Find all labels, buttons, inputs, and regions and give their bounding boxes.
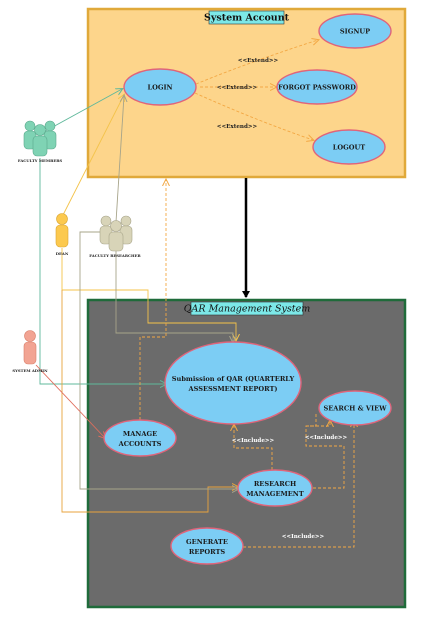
use-case-research-management-label-2: MANAGEMENT [246, 490, 304, 498]
qar-system-title-box [190, 301, 304, 316]
use-case-search-view[interactable]: SEARCH & VIEW [318, 390, 392, 426]
association-lines [35, 89, 238, 513]
use-case-manage-accounts[interactable]: MANAGE ACCOUNTS [103, 419, 177, 457]
faculty-researcher-icon [99, 215, 133, 252]
use-case-submission-label-1: Submission of QAR (QUARTERLY [172, 375, 295, 383]
use-case-forgot-password[interactable]: FORGOT PASSWORD [276, 69, 358, 105]
include-relations: <<Include>> <<Include>> <<Include>> [232, 413, 354, 548]
extend-label-forgot: <<Extend>> [217, 85, 258, 91]
use-case-forgot-password-label: FORGOT PASSWORD [278, 84, 356, 92]
use-case-search-view-label: SEARCH & VIEW [323, 405, 387, 413]
qar-system-title: QAR Management System [184, 304, 310, 315]
include-label-research-submission: <<Include>> [232, 438, 275, 444]
use-case-login[interactable]: LOGIN [123, 68, 197, 106]
include-label-generate-search: <<Include>> [282, 534, 325, 540]
use-case-signup[interactable]: SIGNUP [318, 13, 392, 49]
use-case-logout[interactable]: LOGOUT [312, 129, 386, 165]
use-case-submission-label-2: ASSESSMENT REPORT) [187, 385, 277, 393]
system-account-title-box [208, 10, 285, 25]
actor-faculty-members[interactable]: FACULTY MEMBERS [18, 120, 63, 163]
extend-label-logout: <<Extend>> [217, 124, 258, 130]
use-case-manage-accounts-label-2: ACCOUNTS [118, 440, 162, 448]
dean-label: DEAN [56, 251, 69, 256]
use-case-logout-label: LOGOUT [333, 144, 366, 152]
use-case-signup-label: SIGNUP [340, 28, 370, 36]
use-case-generate-reports-label-1: GENERATE [186, 538, 228, 546]
faculty-researcher-label: FACULTY RESEARCHER [89, 253, 141, 258]
extend-relations: <<Extend>> <<Extend>> <<Extend>> [194, 40, 318, 140]
use-case-manage-accounts-label-1: MANAGE [123, 430, 157, 438]
use-case-research-management[interactable]: RESEARCH MANAGEMENT [237, 469, 313, 507]
system-admin-label: SYSTEM ADMIN [12, 368, 48, 373]
system-admin-icon [23, 330, 37, 365]
include-label-research-search: <<Include>> [305, 435, 348, 441]
actor-dean[interactable]: DEAN [55, 213, 69, 257]
actor-faculty-researcher[interactable]: FACULTY RESEARCHER [89, 215, 142, 258]
faculty-members-label: FACULTY MEMBERS [18, 158, 63, 163]
use-case-submission-of-qar[interactable]: Submission of QAR (QUARTERLY ASSESSMENT … [164, 341, 302, 425]
use-case-login-label: LOGIN [147, 84, 172, 92]
use-case-generate-reports[interactable]: GENERATE REPORTS [170, 527, 244, 565]
extend-label-signup: <<Extend>> [238, 58, 279, 64]
faculty-members-icon [23, 120, 57, 157]
system-account-title: System Account [204, 13, 290, 24]
use-case-research-management-label-1: RESEARCH [254, 480, 296, 488]
dean-icon [55, 213, 69, 248]
use-case-generate-reports-label-2: REPORTS [189, 548, 225, 556]
actor-system-admin[interactable]: SYSTEM ADMIN [12, 330, 48, 374]
